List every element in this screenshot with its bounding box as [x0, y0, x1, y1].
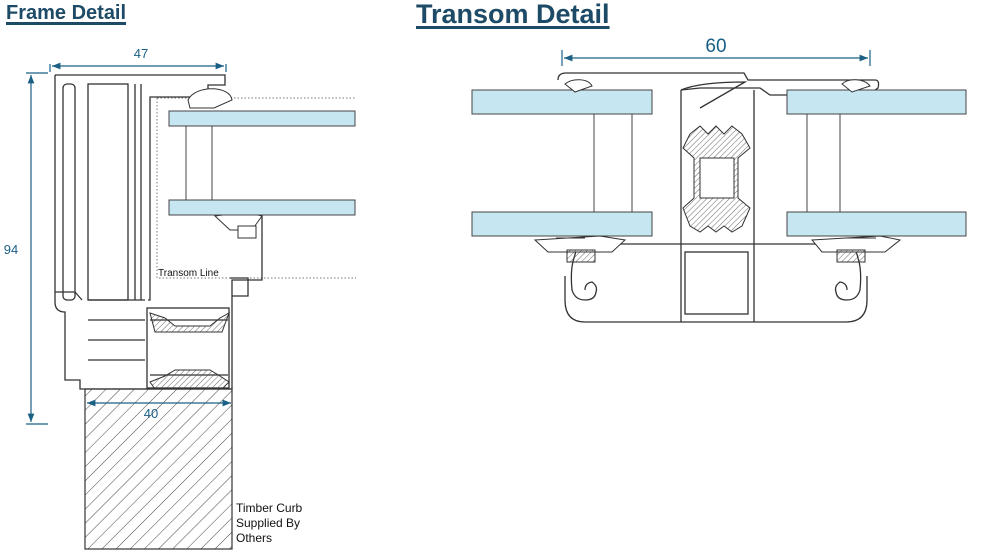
frame-glass-outer	[168, 110, 356, 127]
transom-line-label: Transom Line	[158, 268, 219, 279]
transom-detail-title: Transom Detail	[416, 0, 610, 29]
timber-curb	[84, 388, 233, 550]
frame-height-dimension: 94	[4, 242, 18, 257]
frame-glass-inner	[168, 199, 356, 216]
transom-glazing-gaskets	[533, 79, 902, 263]
transom-detail-drawing: 60	[471, 36, 967, 323]
frame-glass-spacer	[185, 125, 213, 201]
transom-width-dimension: 60	[705, 36, 726, 57]
transom-glass-left-inner	[471, 211, 653, 237]
curb-note-line2: Supplied By	[236, 516, 300, 530]
curb-note-line1: Timber Curb	[236, 501, 303, 515]
transom-glass-left-outer	[471, 89, 653, 115]
frame-detail-title: Frame Detail	[6, 2, 127, 24]
transom-dimension-lines	[561, 50, 871, 66]
curb-width-dimension: 40	[144, 406, 158, 421]
frame-detail-drawing: 47 94 40 Transom Line Timber Curb Suppli…	[4, 46, 356, 550]
frame-dimension-lines	[26, 62, 231, 425]
transom-spacer-left	[593, 113, 633, 213]
frame-width-dimension: 47	[134, 46, 148, 61]
transom-line	[156, 97, 356, 279]
frame-profile	[54, 74, 263, 390]
transom-glass-right-outer	[786, 89, 967, 115]
transom-glass-right-inner	[786, 211, 967, 237]
transom-spacer-right	[806, 113, 841, 213]
curb-note-line3: Others	[236, 531, 272, 545]
frame-gaskets	[149, 88, 263, 390]
transom-gasket	[682, 125, 751, 233]
